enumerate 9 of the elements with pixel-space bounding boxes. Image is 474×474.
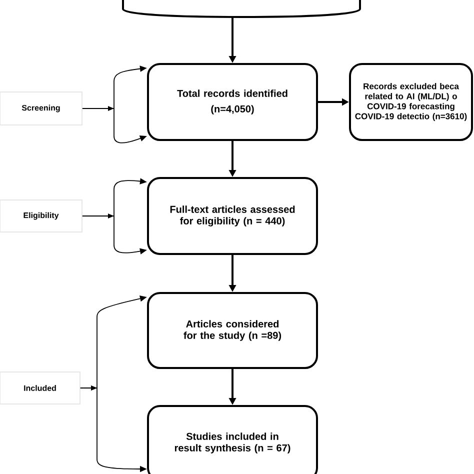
document-shape <box>122 0 361 18</box>
stage-label: Screening <box>0 92 82 126</box>
process-box: Articles considered for the study (n =89) <box>147 292 318 369</box>
stage-label: Eligibility <box>0 200 82 232</box>
process-box: Total records identified (n=4,050) <box>147 63 318 141</box>
process-box: Records excluded beca related to AI (ML/DL) o COVID-19 forecasting COVID-19 detectio (n=3610) <box>349 63 473 141</box>
process-box: Full-text articles assessed for eligibility (n = 440) <box>147 177 318 255</box>
process-box: Studies included in result synthesis (n = 67) <box>147 405 318 474</box>
stage-label: Included <box>0 372 80 404</box>
